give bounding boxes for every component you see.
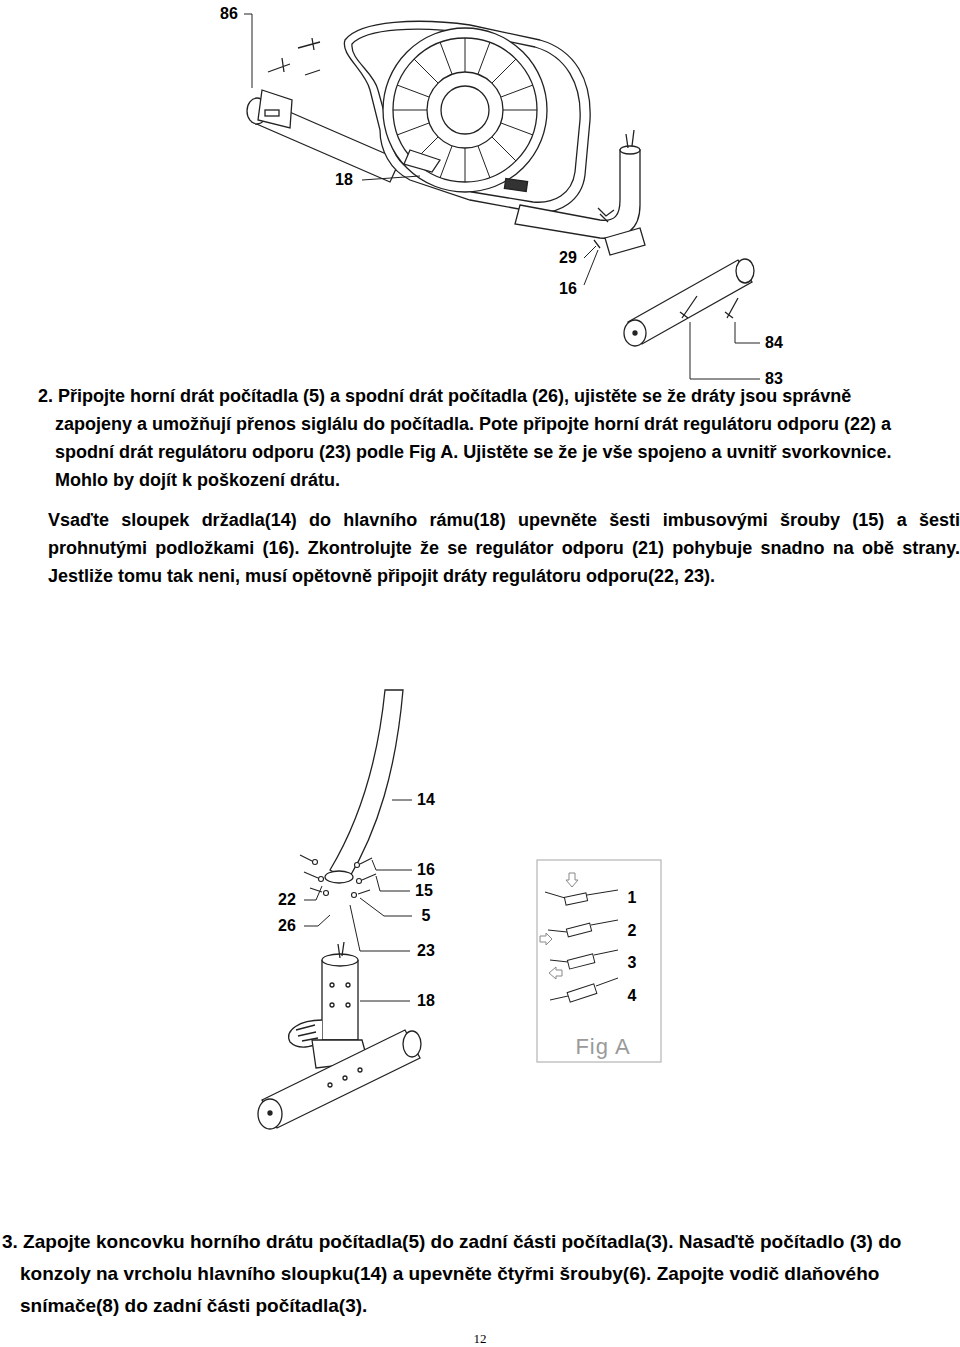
callout-number: 29 — [558, 249, 578, 267]
callout-number: 1 — [627, 889, 638, 907]
instruction-text: Vsaďte sloupek držadla(14) do hlavního r… — [48, 506, 960, 590]
callout-number: 86 — [219, 5, 239, 23]
figure-label: Fig A — [575, 1034, 630, 1060]
callout-number: 4 — [627, 987, 638, 1005]
callout-number: 22 — [277, 891, 297, 909]
callout-number: 84 — [764, 334, 784, 352]
callout-number: 18 — [334, 171, 354, 189]
callout-number: 26 — [277, 917, 297, 935]
callout-number: 3 — [627, 954, 638, 972]
callout-number: 15 — [414, 882, 434, 900]
callout-number: 23 — [416, 942, 436, 960]
instruction-text: 2. Připojte horní drát počítadla (5) a s… — [38, 382, 928, 494]
instruction-text: 3. Zapojte koncovku horního drátu počíta… — [2, 1226, 954, 1322]
callout-number: 14 — [416, 791, 436, 809]
callout-number: 16 — [558, 280, 578, 298]
page-number: 12 — [474, 1331, 487, 1347]
callout-number: 5 — [421, 907, 432, 925]
callout-number: 83 — [764, 370, 784, 388]
callout-number: 16 — [416, 861, 436, 879]
callout-number: 18 — [416, 992, 436, 1010]
callout-number: 2 — [627, 922, 638, 940]
